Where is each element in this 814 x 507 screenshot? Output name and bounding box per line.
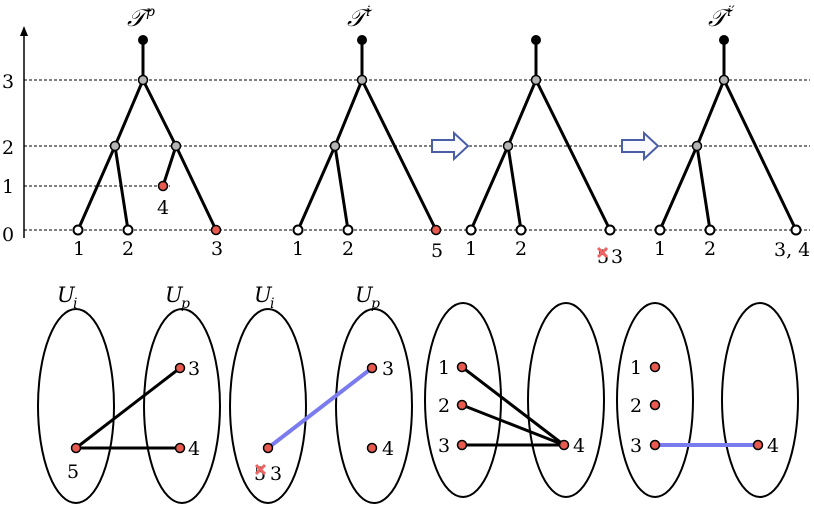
axis-tick-3: 3 xyxy=(2,71,14,93)
removed-x-icon xyxy=(596,246,609,259)
tree-tip-leaf-label-1: 1 xyxy=(654,238,666,260)
bipartite-2: U i U p 5 3 3 4 xyxy=(229,283,413,504)
tree-tp-superscript: p xyxy=(146,4,155,20)
bipartite-4: 1 2 3 4 xyxy=(616,302,799,498)
node-label-3: 3 xyxy=(382,358,394,380)
tree-mid: 1 2 5 3 xyxy=(465,35,623,268)
tree-ti-leaf-label-2: 2 xyxy=(342,238,354,260)
set-label-right-sub: p xyxy=(181,296,190,312)
node-label-4: 4 xyxy=(188,438,200,460)
node-label-1: 1 xyxy=(630,357,642,379)
tree-tp: 𝒯 p 1 2 3 4 xyxy=(72,4,223,260)
set-label-right-sub: p xyxy=(371,296,380,312)
tree-mid-leaf-label-2: 2 xyxy=(515,238,527,260)
tree-ti-leaf-label-5: 5 xyxy=(431,240,443,262)
axis-tick-0: 0 xyxy=(2,224,14,246)
tree-tip-superscript: i′ xyxy=(727,4,735,20)
node-label-3: 3 xyxy=(630,435,642,457)
node-label-2: 2 xyxy=(630,395,642,417)
bipartite-3: 1 2 3 4 xyxy=(424,302,605,498)
node-label-4: 4 xyxy=(767,435,779,457)
tree-tip-leaf-label-2: 2 xyxy=(704,238,716,260)
tree-ti-superscript: i xyxy=(366,4,370,20)
node-label-2: 2 xyxy=(438,395,450,417)
axis-tick-1: 1 xyxy=(2,176,14,198)
tree-mid-leaf-label-3: 3 xyxy=(611,246,623,268)
bipartite-1: U i U p 5 3 4 xyxy=(37,283,221,504)
set-label-right: U xyxy=(165,283,184,307)
node-label-3: 3 xyxy=(188,358,200,380)
tree-tp-leaf-label-2: 2 xyxy=(122,238,134,260)
tree-ti-leaf-label-1: 1 xyxy=(292,238,304,260)
tree-tp-leaf-label-3: 3 xyxy=(211,238,223,260)
tree-tip-leaf-label-34: 3, 4 xyxy=(774,239,810,261)
arrow-right-icon xyxy=(431,130,470,162)
set-label-left: U xyxy=(254,283,273,307)
tree-tip: 𝒯 i′ 1 2 3, 4 xyxy=(654,4,810,261)
node-label-3: 3 xyxy=(270,463,282,485)
tree-mid-leaf-label-1: 1 xyxy=(465,238,477,260)
set-label-left-sub: i xyxy=(270,296,274,312)
axis-tick-2: 2 xyxy=(2,137,14,159)
node-label-4: 4 xyxy=(382,438,394,460)
matching-edge xyxy=(266,366,374,450)
height-axis: 0 1 2 3 xyxy=(2,26,28,246)
set-label-left-sub: i xyxy=(73,296,77,312)
tree-tp-leaf-label-1: 1 xyxy=(73,238,85,260)
arrow-right-icon xyxy=(621,130,660,162)
tree-tp-leaf-4 xyxy=(157,180,169,192)
tree-tp-leaf-label-4: 4 xyxy=(157,197,169,219)
removed-x-icon xyxy=(254,463,267,476)
set-label-left: U xyxy=(57,283,76,307)
node-label-4: 4 xyxy=(573,435,585,457)
node-label-3: 3 xyxy=(438,435,450,457)
node-label-1: 1 xyxy=(438,357,450,379)
node-label-5: 5 xyxy=(67,461,79,483)
set-label-right: U xyxy=(355,283,374,307)
tree-ti: 𝒯 i 1 2 5 xyxy=(292,4,443,262)
